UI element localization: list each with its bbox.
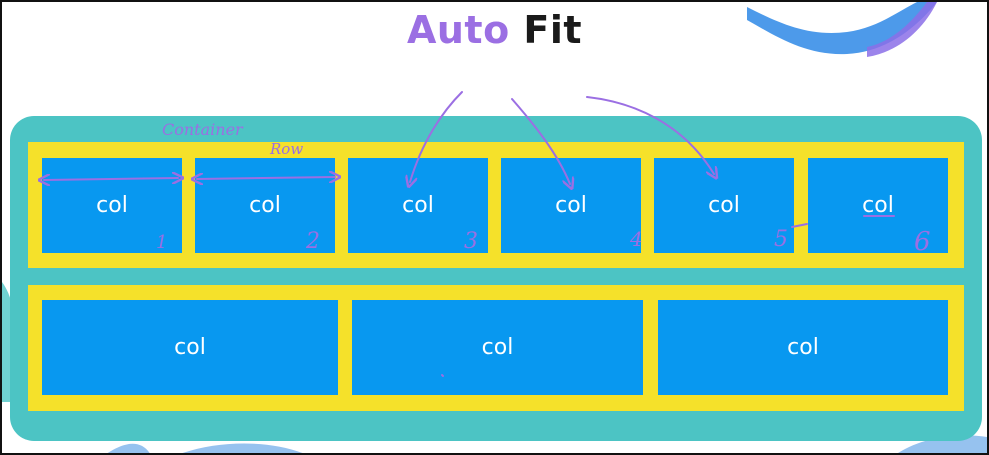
decorative-wave-top-right	[747, 2, 937, 57]
row1-col-6: col	[808, 158, 948, 253]
row2-col-2: col	[352, 300, 643, 395]
col-label: col	[787, 335, 819, 360]
row1-col-2: col	[195, 158, 335, 253]
col-label: col	[555, 193, 587, 218]
col-label: col	[708, 193, 740, 218]
row2-col-1: col	[42, 300, 338, 395]
row1-col-3: col	[348, 158, 488, 253]
row1-col-5: col	[654, 158, 794, 253]
page-title: Auto Fit	[2, 8, 987, 52]
col-label: col	[174, 335, 206, 360]
row1-col-1: col	[42, 158, 182, 253]
row1-col-4: col	[501, 158, 641, 253]
col-label: col	[96, 193, 128, 218]
decorative-blob-bottom	[107, 443, 303, 453]
col-label: col	[862, 193, 894, 218]
title-word-fit: Fit	[523, 8, 583, 52]
col-label: col	[249, 193, 281, 218]
col-label: col	[402, 193, 434, 218]
title-word-auto: Auto	[406, 8, 510, 52]
row2-col-3: col	[658, 300, 948, 395]
col-label: col	[481, 335, 514, 360]
